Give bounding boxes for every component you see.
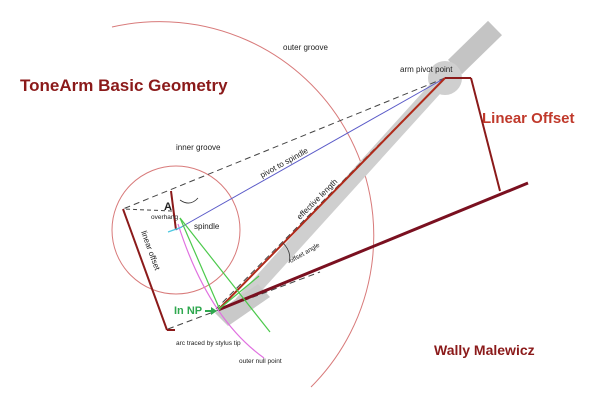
spindle-label: spindle <box>194 222 220 231</box>
angle-arc-offset <box>282 242 291 264</box>
linear-offset-bracket-left <box>122 208 175 331</box>
pivot-to-spindle-line <box>175 77 446 231</box>
stylus-arc <box>177 223 265 359</box>
outer-groove-arc <box>111 21 375 388</box>
in-np-label: In NP <box>174 305 202 317</box>
linear-offset-small-label: linear offset <box>139 230 162 273</box>
outer-null-point-label: outer null point <box>239 358 282 365</box>
author-label: Wally Malewicz <box>434 342 535 358</box>
effective-length-line <box>217 77 446 311</box>
linear-offset-bracket-right <box>445 77 501 192</box>
arm-pivot-point-label: arm pivot point <box>400 65 453 74</box>
angle-arc-a <box>179 197 199 204</box>
overhang-a-line <box>170 190 177 231</box>
green-line-2 <box>179 217 221 311</box>
headshell-line <box>217 181 529 312</box>
overhang-dashed-line <box>122 208 173 212</box>
in-np-arrow <box>205 307 217 315</box>
arc-traced-label: arc traced by stylus tip <box>176 340 241 347</box>
inner-groove-label: inner groove <box>176 143 221 152</box>
inner-groove-circle <box>111 165 241 295</box>
linear-offset-title: Linear Offset <box>482 110 575 127</box>
outer-groove-label: outer groove <box>283 43 328 52</box>
a-label: A <box>164 201 172 213</box>
green-line-1 <box>179 217 271 333</box>
overhang-label: overhang <box>151 214 178 221</box>
cyan-line <box>167 226 183 233</box>
diagram-title: ToneArm Basic Geometry <box>20 76 228 95</box>
green-line-3 <box>217 275 260 311</box>
tonearm-body <box>215 20 502 326</box>
pivot-dashed-line-upper <box>122 77 446 210</box>
